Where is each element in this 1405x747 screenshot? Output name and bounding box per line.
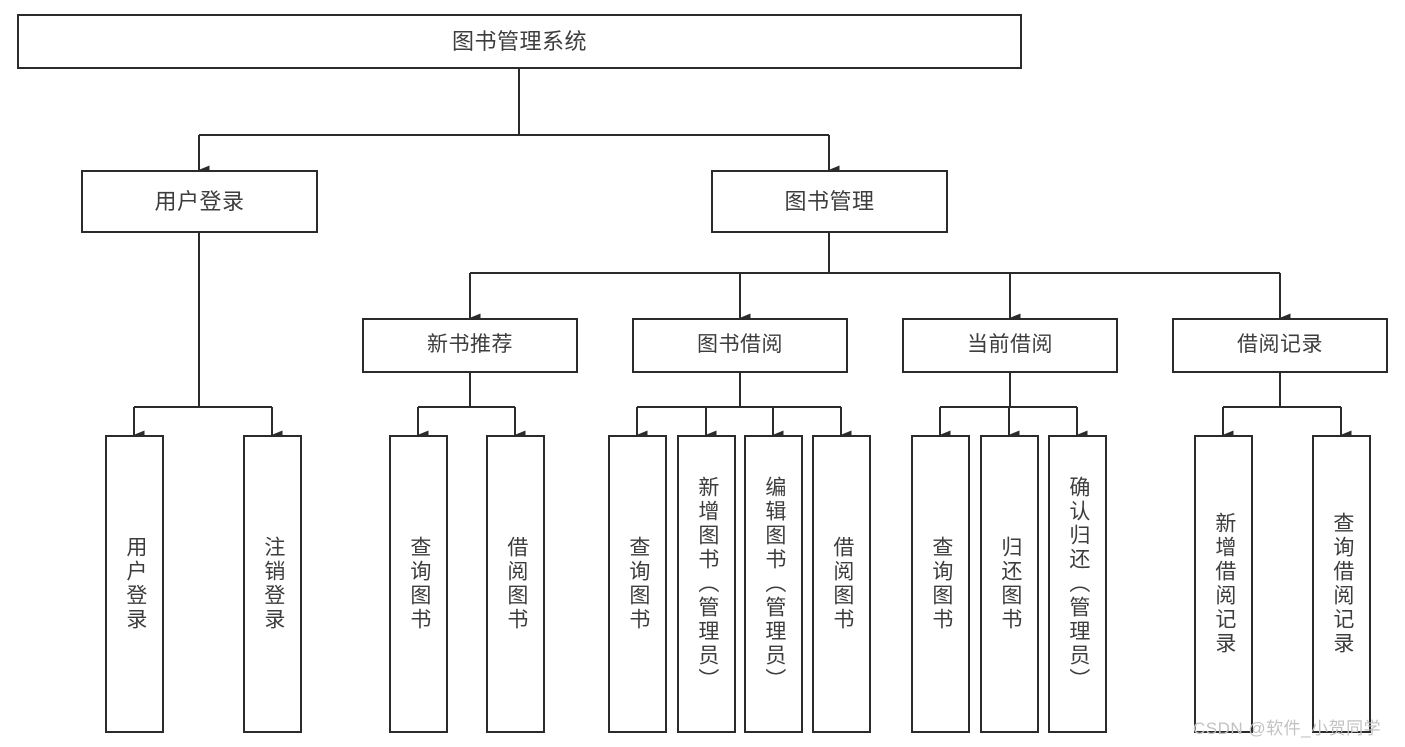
node-box-current[interactable]: 当前借阅 [902, 318, 1118, 373]
node-label-leaf-11: 确认归还（管理员） [1066, 476, 1090, 692]
node-label-login: 用户登录 [154, 188, 245, 214]
node-label-leaf-6: 新增图书（管理员） [695, 476, 719, 692]
node-label-newbook: 新书推荐 [427, 333, 513, 357]
node-label-leaf-10: 归还图书 [998, 536, 1022, 632]
node-box-leaf-9[interactable]: 查询图书 [911, 435, 970, 733]
node-box-leaf-8[interactable]: 借阅图书 [812, 435, 871, 733]
node-box-bookmgmt[interactable]: 图书管理 [711, 170, 948, 233]
node-label-leaf-9: 查询图书 [929, 536, 953, 632]
node-label-leaf-7: 编辑图书（管理员） [762, 476, 786, 692]
node-box-leaf-4[interactable]: 借阅图书 [486, 435, 545, 733]
node-box-leaf-7[interactable]: 编辑图书（管理员） [744, 435, 803, 733]
node-box-root[interactable]: 图书管理系统 [17, 14, 1022, 69]
connector-group [132, 69, 1352, 440]
node-box-borrow[interactable]: 图书借阅 [632, 318, 848, 373]
node-label-leaf-4: 借阅图书 [504, 536, 528, 632]
node-box-leaf-2[interactable]: 注销登录 [243, 435, 302, 733]
node-box-leaf-13[interactable]: 查询借阅记录 [1312, 435, 1371, 733]
node-box-login[interactable]: 用户登录 [81, 170, 318, 233]
node-box-leaf-5[interactable]: 查询图书 [608, 435, 667, 733]
node-box-leaf-11[interactable]: 确认归还（管理员） [1048, 435, 1107, 733]
node-label-current: 当前借阅 [967, 333, 1053, 357]
node-label-borrow: 图书借阅 [697, 333, 783, 357]
node-label-leaf-5: 查询图书 [626, 536, 650, 632]
node-box-leaf-1[interactable]: 用户登录 [105, 435, 164, 733]
node-box-leaf-10[interactable]: 归还图书 [980, 435, 1039, 733]
node-box-leaf-6[interactable]: 新增图书（管理员） [677, 435, 736, 733]
node-label-leaf-1: 用户登录 [123, 536, 147, 632]
node-label-leaf-13: 查询借阅记录 [1330, 512, 1354, 656]
node-label-leaf-8: 借阅图书 [830, 536, 854, 632]
node-label-records: 借阅记录 [1237, 333, 1323, 357]
node-label-root: 图书管理系统 [451, 28, 587, 54]
node-label-leaf-12: 新增借阅记录 [1212, 512, 1236, 656]
node-box-leaf-12[interactable]: 新增借阅记录 [1194, 435, 1253, 733]
node-box-leaf-3[interactable]: 查询图书 [389, 435, 448, 733]
node-label-leaf-3: 查询图书 [407, 536, 431, 632]
node-box-records[interactable]: 借阅记录 [1172, 318, 1388, 373]
node-label-bookmgmt: 图书管理 [784, 188, 875, 214]
node-label-leaf-2: 注销登录 [261, 536, 285, 632]
node-box-newbook[interactable]: 新书推荐 [362, 318, 578, 373]
